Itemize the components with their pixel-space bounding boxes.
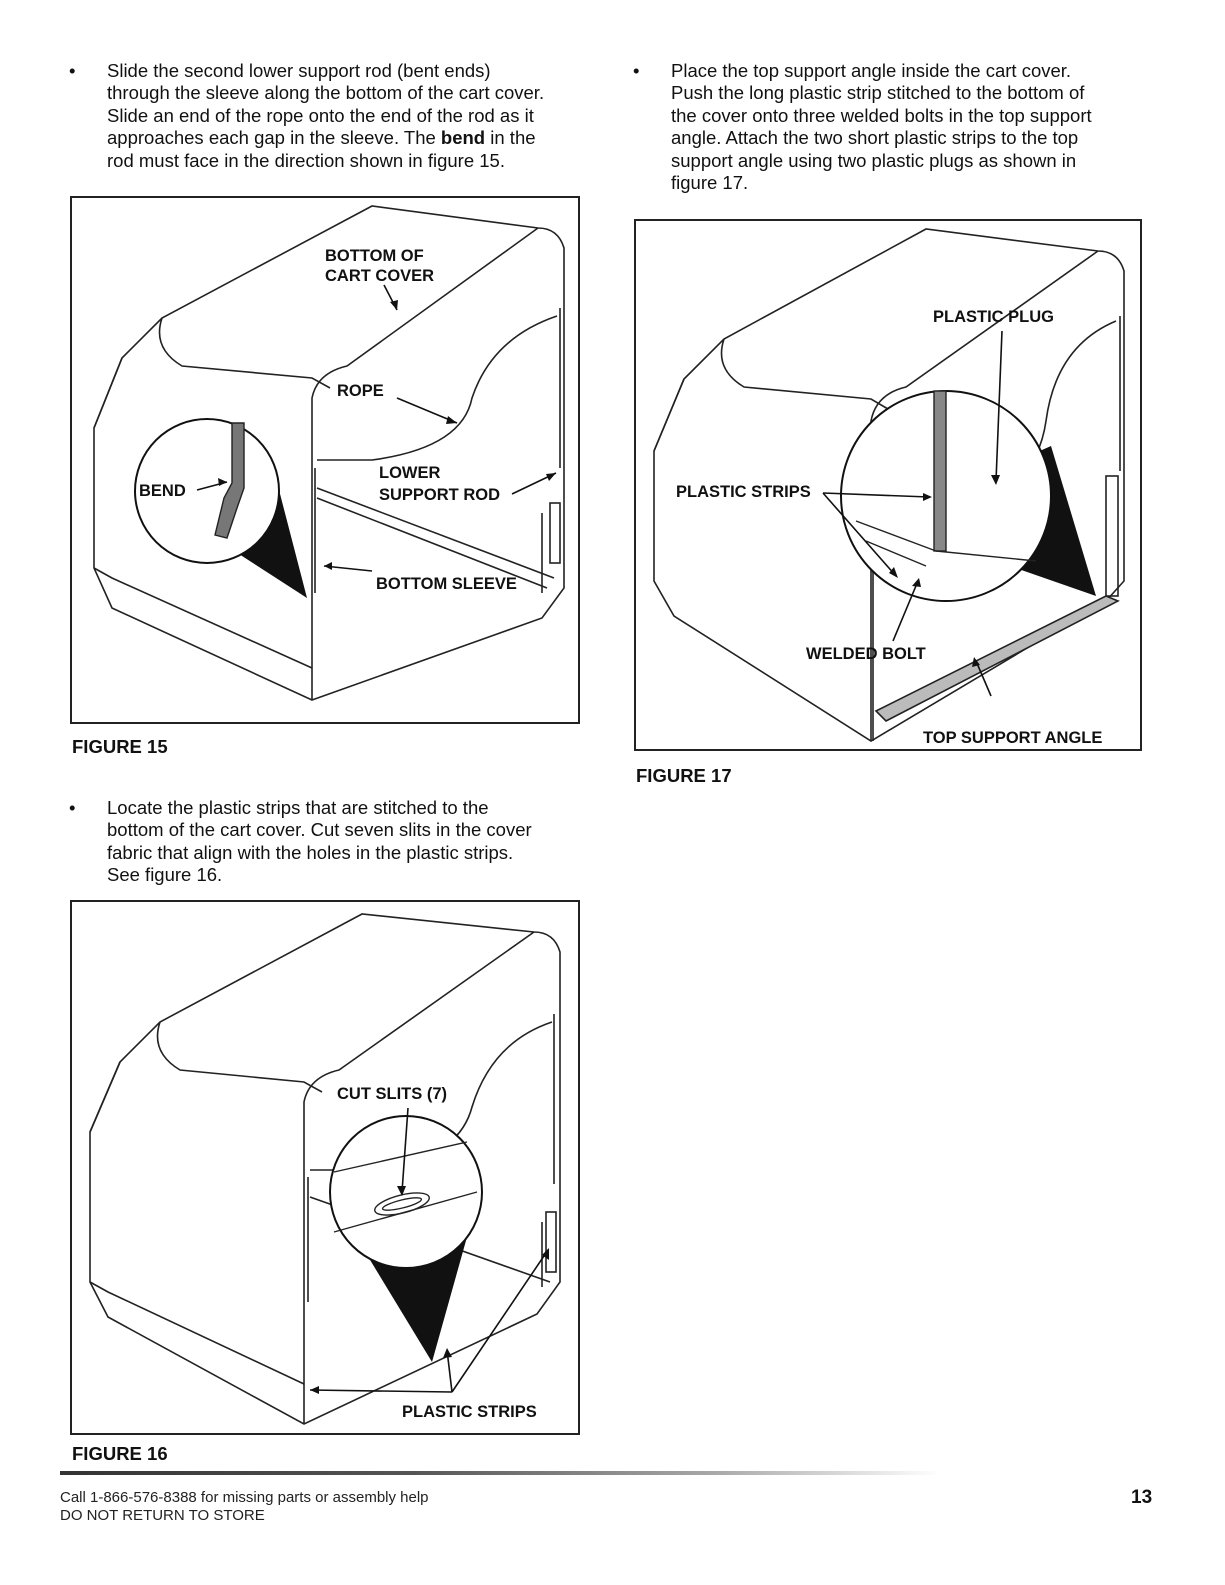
text-line: through the sleeve along the bottom of t… (107, 82, 545, 104)
text-line: See figure 16. (107, 864, 223, 886)
text-line: Push the long plastic strip stitched to … (671, 82, 1085, 104)
text-line: Place the top support angle inside the c… (671, 60, 1072, 81)
text-line: bottom of the cart cover. Cut seven slit… (107, 819, 532, 841)
text-line: Slide the second lower support rod (bent… (107, 60, 491, 81)
text-line: support angle using two plastic plugs as… (671, 149, 1077, 171)
figure-17-illustration: PLASTIC PLUG PLASTIC STRIPS WELDED BOLT … (653, 228, 1125, 747)
bullet-dot: • (69, 797, 76, 818)
footer-divider (60, 1471, 940, 1475)
help-phone: Call 1-866-576-8388 (60, 1489, 197, 1506)
text-line: angle. Attach the two short plastic stri… (671, 127, 1079, 149)
figure-15-caption: FIGURE 15 (72, 736, 168, 757)
label-plastic-plug: PLASTIC PLUG (933, 308, 1054, 326)
text-line: the cover onto three welded bolts in the… (671, 104, 1092, 126)
text-line: Locate the plastic strips that are stitc… (107, 797, 489, 818)
help-text: for missing parts or assembly help (196, 1489, 429, 1506)
label-bottom-sleeve: BOTTOM SLEEVE (376, 575, 517, 593)
text-line: approaches each gap in the sleeve. The b… (107, 127, 544, 149)
bullet-dot: • (633, 60, 640, 81)
label-plastic-strips: PLASTIC STRIPS (676, 483, 811, 501)
label-top-support-angle: TOP SUPPORT ANGLE (923, 729, 1102, 747)
bullet-dot: • (69, 60, 76, 81)
footer-help-line: Call 1-866-576-8388 for missing parts or… (60, 1489, 429, 1507)
strip-detail (933, 390, 947, 552)
magnifier-circle (329, 1115, 483, 1269)
label-welded-bolt: WELDED BOLT (806, 645, 926, 663)
text-line: figure 17. (671, 172, 749, 194)
rod-bend-detail (214, 422, 245, 539)
text-line: Slide an end of the rope onto the end of… (107, 104, 534, 126)
label-cart-cover: CART COVER (325, 267, 434, 285)
figure-17: PLASTIC PLUG PLASTIC STRIPS WELDED BOLT … (634, 219, 1142, 751)
label-bottom-of: BOTTOM OF (325, 247, 424, 265)
label-bend: BEND (139, 482, 186, 500)
footer-no-return: DO NOT RETURN TO STORE (60, 1507, 265, 1524)
figure-15-illustration: BOTTOM OF CART COVER ROPE BEND LOWER SUP… (93, 205, 565, 701)
instruction-cut-slits: • Locate the plastic strips that are sti… (69, 797, 532, 887)
text-line: rod must face in the direction shown in … (107, 149, 505, 171)
label-support-rod: SUPPORT ROD (379, 486, 500, 504)
text-run: in the (485, 127, 536, 149)
label-cut-slits: CUT SLITS (7) (337, 1085, 447, 1103)
slit-detail (374, 1192, 430, 1216)
figure-15: BOTTOM OF CART COVER ROPE BEND LOWER SUP… (70, 196, 580, 724)
instruction-rod-sleeve: • Slide the second lower support rod (be… (69, 60, 545, 172)
label-plastic-strips: PLASTIC STRIPS (402, 1403, 537, 1421)
instruction-top-support-angle: • Place the top support angle inside the… (633, 60, 1092, 194)
bend-emphasis: bend (440, 127, 486, 149)
figure-16: CUT SLITS (7) PLASTIC STRIPS (70, 900, 580, 1435)
page-number: 13 (1131, 1487, 1153, 1508)
text-run: approaches each gap in the sleeve. The (107, 127, 441, 149)
label-rope: ROPE (337, 382, 384, 400)
text-line: fabric that align with the holes in the … (107, 841, 514, 863)
figure-16-caption: FIGURE 16 (72, 1443, 168, 1464)
label-lower: LOWER (379, 464, 440, 482)
figure-16-illustration: CUT SLITS (7) PLASTIC STRIPS (89, 913, 561, 1425)
figure-17-caption: FIGURE 17 (636, 765, 732, 786)
